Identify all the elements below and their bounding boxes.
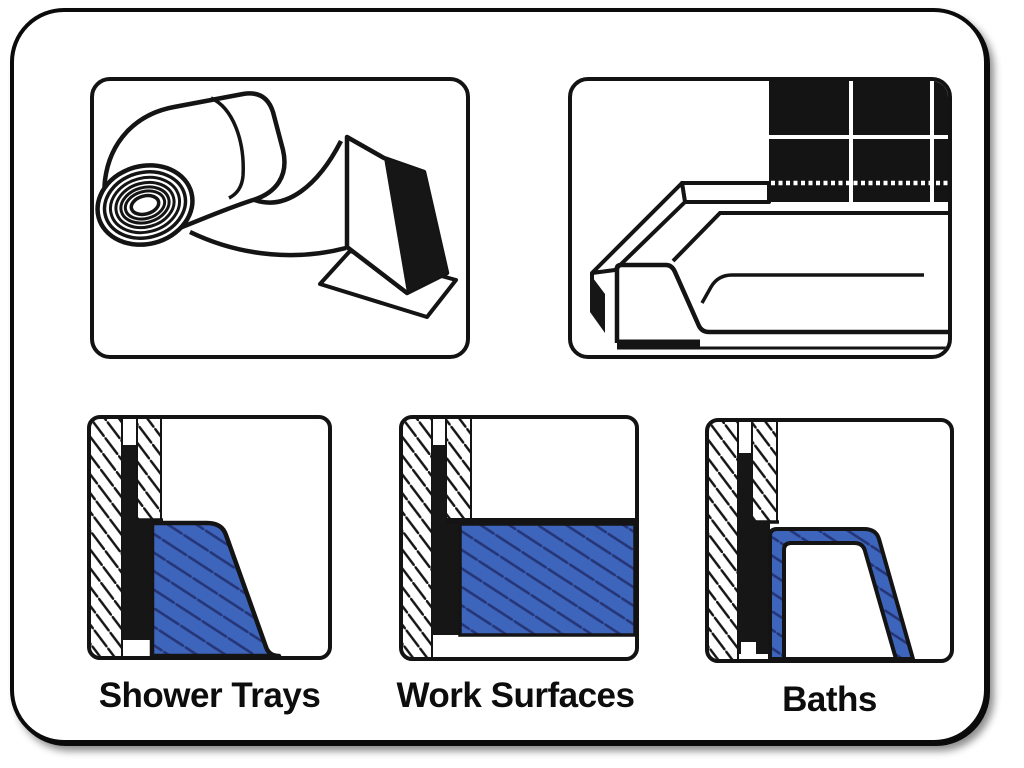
tape-band-lower-edge — [189, 229, 347, 258]
shower-tray-panel — [87, 415, 332, 660]
tape-black-stripe — [384, 158, 447, 293]
seal-tape-lower — [738, 522, 770, 654]
bath-rim-cross-section-icon — [709, 422, 915, 659]
tray-rim-top — [680, 181, 771, 204]
work-surface-cross-section-icon — [403, 419, 635, 657]
sealing-tape-roll-illustration — [95, 91, 458, 319]
roll-cap-edge — [210, 96, 245, 200]
outer-frame: Shower Trays Work Surfaces Baths — [10, 8, 988, 744]
tape-band-upper-edge — [251, 139, 344, 205]
rim-shadow — [590, 274, 605, 333]
work-surface-panel — [399, 415, 639, 661]
label-work-surfaces: Work Surfaces — [396, 676, 635, 715]
bath-rim-profile — [768, 527, 915, 659]
seal-tape-strip — [738, 453, 752, 522]
label-shower-trays: Shower Trays — [98, 676, 321, 715]
tile-strip-hatch — [752, 422, 777, 522]
seal-tape-strip — [122, 445, 152, 640]
wall-hatch — [403, 419, 432, 657]
tray-and-tiled-wall-joint-illustration — [590, 81, 948, 350]
wall-hatch — [709, 422, 738, 659]
tape-roll-panel — [90, 77, 470, 359]
seal-notch — [741, 642, 756, 654]
seal-tape-strip — [432, 445, 460, 635]
bath-panel — [705, 418, 954, 663]
tray-back-rim-line — [671, 211, 948, 263]
tile-strip-hatch — [446, 419, 471, 518]
tile-strip-hatch — [137, 419, 161, 520]
tray-rim-side — [590, 181, 687, 275]
shower-tray-profile — [149, 520, 282, 656]
wall-hatch — [91, 419, 122, 656]
application-panel — [568, 77, 952, 359]
tiled-wall — [769, 81, 948, 202]
roll-spiral — [95, 163, 195, 247]
label-baths: Baths — [782, 680, 877, 719]
tray-front-edge — [614, 262, 948, 343]
tray-inner-line — [700, 273, 924, 304]
worktop-top-line — [446, 518, 635, 524]
shower-tray-cross-section-icon — [91, 419, 282, 656]
work-surface-profile — [458, 522, 635, 637]
